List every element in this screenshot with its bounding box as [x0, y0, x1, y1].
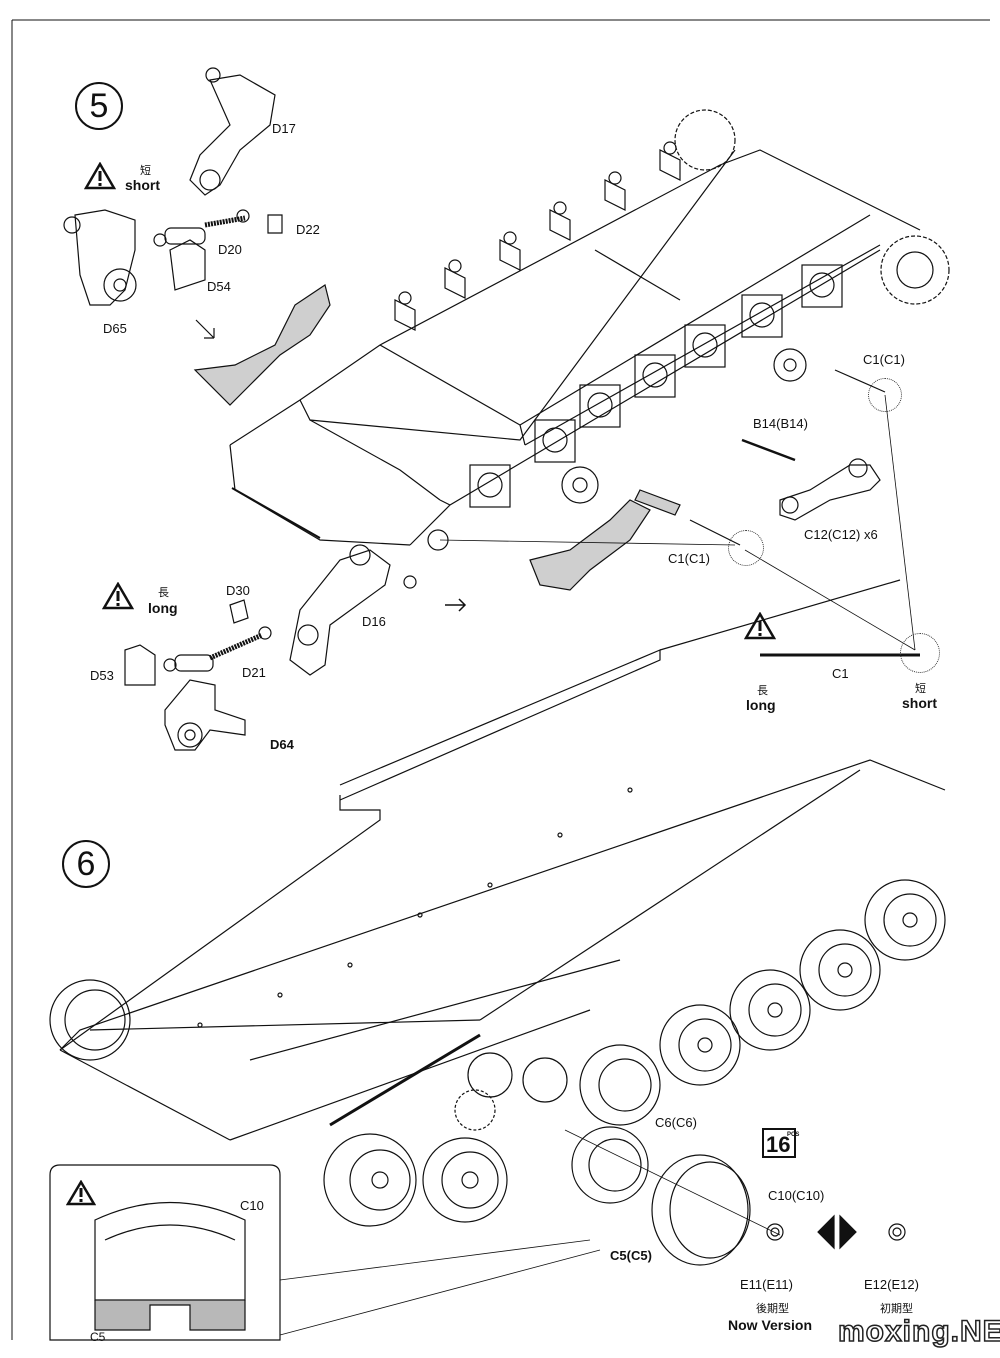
inset-label-c10: C10 [240, 1198, 264, 1213]
part-label-d17: D17 [272, 121, 296, 136]
part-label-d20: D20 [218, 242, 242, 257]
warning-icon [84, 162, 116, 190]
part-label-c1-mid: C1(C1) [668, 551, 710, 566]
part-label-b14: B14(B14) [753, 416, 808, 431]
new-version-label: Now Version [728, 1317, 813, 1333]
new-version-cjk-label: 後期型 [756, 1302, 789, 1315]
part-label-d21: D21 [242, 665, 266, 680]
warning-icon [744, 612, 776, 640]
warning-icon [66, 1180, 96, 1206]
callout-circle-c1-rod [900, 633, 940, 673]
pcs-count-badge: 16 PCS [762, 1128, 800, 1158]
part-label-e12: E12(E12) [864, 1277, 919, 1292]
short-cjk-label: 短 [140, 164, 151, 177]
warning-icon [102, 582, 134, 610]
part-label-c12: C12(C12) x6 [804, 527, 878, 542]
rod-long-cjk-label: 長 [757, 684, 768, 697]
watermark: moxing.NET [837, 1314, 1000, 1349]
part-label-c1-top: C1(C1) [863, 352, 905, 367]
step-6-marker: 6 [62, 840, 110, 888]
long-label: long [148, 600, 178, 616]
part-label-c6: C6(C6) [655, 1115, 697, 1130]
rod-long-label: long [746, 697, 776, 713]
part-label-d65: D65 [103, 321, 127, 336]
part-label-c10: C10(C10) [768, 1188, 825, 1203]
old-version-cjk-label: 初期型 [880, 1302, 913, 1315]
part-label-d22: D22 [296, 222, 320, 237]
part-label-e11: E11(E11) [740, 1277, 793, 1292]
pcs-count: 16 [766, 1132, 791, 1157]
inset-label-c5: C5 [90, 1330, 106, 1344]
part-label-d30: D30 [226, 583, 250, 598]
step-5-marker: 5 [75, 82, 123, 130]
callout-circle-c1-top [868, 378, 902, 412]
part-label-d16: D16 [362, 614, 386, 629]
part-label-d64: D64 [270, 737, 294, 752]
part-label-d54: D54 [207, 279, 231, 294]
part-label-d53: D53 [90, 668, 114, 683]
rod-short-cjk-label: 短 [915, 682, 926, 695]
rod-short-label: short [902, 695, 937, 711]
long-cjk-label: 長 [158, 586, 169, 599]
part-label-c5: C5(C5) [610, 1248, 652, 1263]
short-label: short [125, 177, 160, 193]
part-label-c1-rod: C1 [832, 666, 849, 681]
pcs-unit: PCS [787, 1132, 800, 1138]
callout-circle-c1-mid [728, 530, 764, 566]
